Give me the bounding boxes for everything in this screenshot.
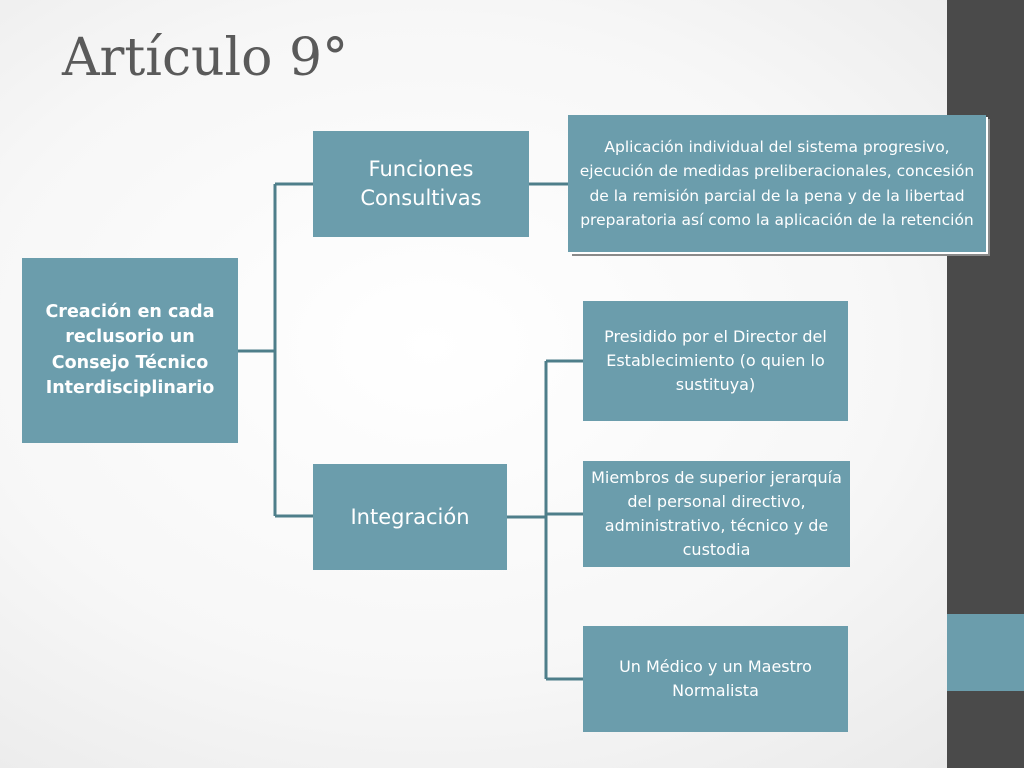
root-node: Creación en cada reclusorio un Consejo T… [22,258,238,443]
leaf-miembros: Miembros de superior jerarquía del perso… [583,461,850,567]
branch-funciones-consultivas: Funciones Consultivas [313,131,529,237]
leaf-medico: Un Médico y un Maestro Normalista [583,626,848,732]
leaf-presidido: Presidido por el Director del Establecim… [583,301,848,421]
slide-title: Artículo 9° [62,28,349,88]
leaf-aplicacion: Aplicación individual del sistema progre… [568,115,986,252]
branch-integracion: Integración [313,464,507,570]
side-accent [947,614,1024,691]
